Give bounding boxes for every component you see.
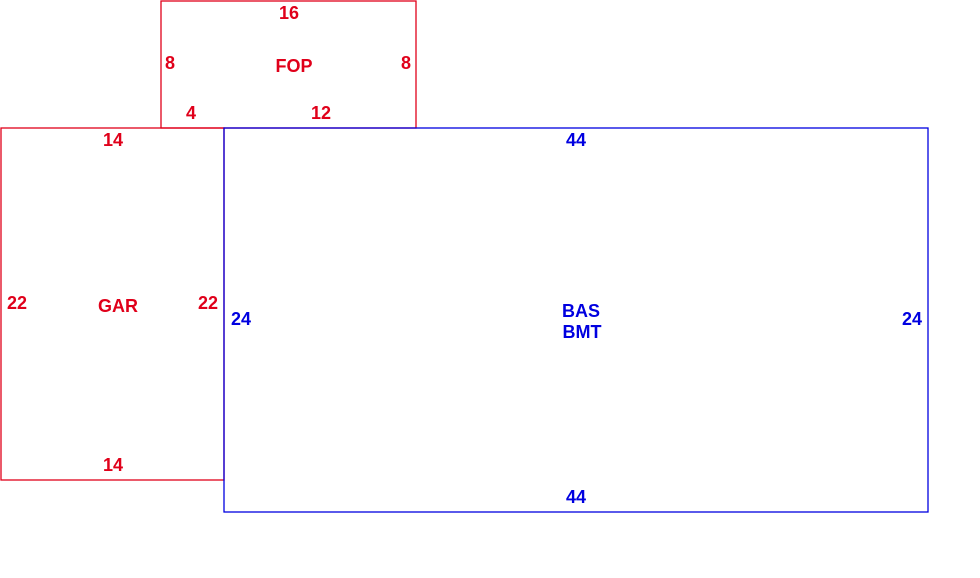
fop-right-dim: 8 xyxy=(401,53,411,73)
bmt-label: BMT xyxy=(563,322,602,342)
fop-bottom-left-dim: 4 xyxy=(186,103,196,123)
fop-top-dim: 16 xyxy=(279,3,299,23)
gar-right-dim: 22 xyxy=(198,293,218,313)
bas-outline xyxy=(223,127,929,513)
area-bas: 44 24 BAS BMT 24 44 xyxy=(223,127,929,513)
bas-right-dim: 24 xyxy=(902,309,922,329)
fop-bottom-right-dim: 12 xyxy=(311,103,331,123)
area-gar: 14 22 GAR 22 14 xyxy=(0,127,225,481)
gar-top-dim: 14 xyxy=(103,130,123,150)
fop-left-dim: 8 xyxy=(165,53,175,73)
gar-bottom-dim: 14 xyxy=(103,455,123,475)
gar-left-dim: 22 xyxy=(7,293,27,313)
bas-left-dim: 24 xyxy=(231,309,251,329)
fop-label: FOP xyxy=(275,56,312,76)
area-fop: 16 FOP 8 8 4 12 xyxy=(160,0,417,129)
bas-bottom-dim: 44 xyxy=(566,487,586,507)
bas-label: BAS xyxy=(562,301,600,321)
gar-label: GAR xyxy=(98,296,138,316)
bas-top-dim: 44 xyxy=(566,130,586,150)
